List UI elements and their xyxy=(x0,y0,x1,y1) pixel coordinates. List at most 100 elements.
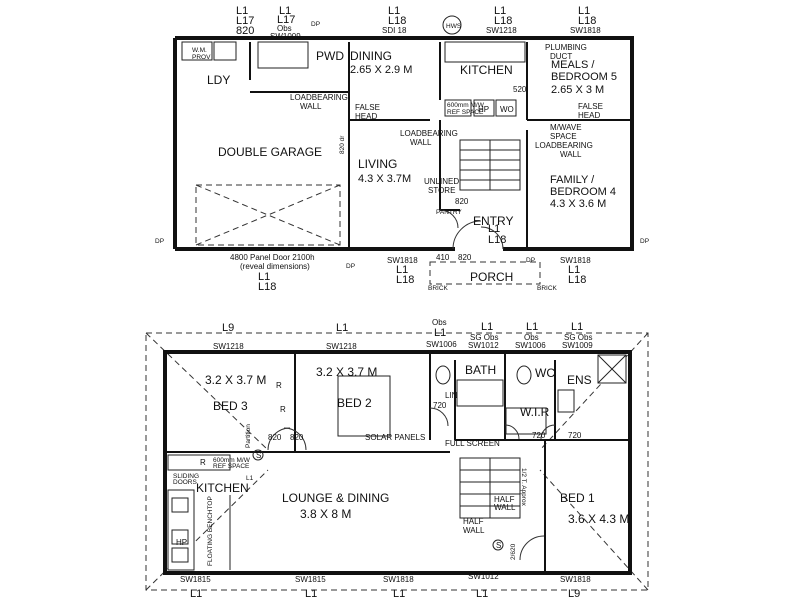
ground-window-tags-bottom: L1 L18 SW1818 L1 L18 L1 L18 SW1818 L1 L1… xyxy=(258,223,591,293)
note-head-1: HEAD xyxy=(355,112,377,121)
note-sliding-1: SLIDING xyxy=(173,473,199,480)
hotplate-box xyxy=(473,99,495,117)
uw-top-2-c: SW1006 xyxy=(426,340,457,349)
uw-bot-0-a: SW1815 xyxy=(180,575,211,584)
note-reveal: (reveal dimensions) xyxy=(240,262,310,271)
gw-bot-2-a: L1 xyxy=(488,223,500,235)
note-wm: W.M. xyxy=(192,47,207,54)
uw-top-2-a: Obs xyxy=(432,318,447,327)
uw-top-4-c: SW1006 xyxy=(515,341,546,350)
note-wall-3: WALL xyxy=(560,150,582,159)
note-mw-shelf: 600mm M/W xyxy=(447,102,485,109)
note-brick-1: BRICK xyxy=(428,285,449,292)
note-dp-4: DP xyxy=(311,21,320,28)
dim-720-c: 720 xyxy=(568,431,582,440)
room-meals: MEALS / xyxy=(551,59,595,71)
gw-top-4-a: L1 xyxy=(578,5,590,17)
gw-top-0-b: L17 xyxy=(236,15,254,27)
upper-window-tags-bottom: SW1815 L1 SW1815 L1 SW1818 L1 SW1012 L1 … xyxy=(180,572,591,600)
note-hp: HP xyxy=(478,105,489,114)
gw-top-4-b: L18 xyxy=(578,15,596,27)
uw-top-3-a: L1 xyxy=(481,321,493,333)
garage-door-indicator xyxy=(195,184,341,246)
note-pantry: PANTRY xyxy=(436,209,462,216)
note-brick-2: BRICK xyxy=(537,285,558,292)
uw-bot-3-a: SW1012 xyxy=(468,572,499,581)
room-lounge: LOUNGE & DINING xyxy=(282,491,389,505)
gw-top-1-c: Obs xyxy=(277,24,292,33)
gw-top-3-c: SW1218 xyxy=(486,26,517,35)
uw-bot-2-b: L1 xyxy=(393,588,405,600)
ground-labels: LDY DOUBLE GARAGE PWD DINING 2.65 X 2.9 … xyxy=(155,5,649,293)
dim-820-b: 820 xyxy=(290,433,304,442)
gw-bot-1-c: L18 xyxy=(396,274,414,286)
room-dining: DINING xyxy=(350,49,392,63)
note-space: SPACE xyxy=(550,132,577,141)
room-dining-size: 2.65 X 2.9 M xyxy=(350,64,412,76)
note-upper-mw: 600mm M/W xyxy=(213,457,251,464)
room-garage: DOUBLE GARAGE xyxy=(218,145,322,159)
note-dp-2: DP xyxy=(346,263,355,270)
gw-bot-1-b: L1 xyxy=(396,264,408,276)
ground-floor xyxy=(173,15,634,285)
note-full-screen: FULL SCREEN xyxy=(445,439,500,448)
note-r-3: R xyxy=(280,405,286,414)
note-floating-benchtop: FLOATING BENCHTOP xyxy=(207,496,214,566)
dim-720-a: 720 xyxy=(433,401,447,410)
note-wall-2: WALL xyxy=(410,138,432,147)
room-store-b: STORE xyxy=(428,186,455,195)
gw-bot-1-a: SW1818 xyxy=(387,256,418,265)
note-lin: LIN xyxy=(445,391,458,400)
gw-top-2-c: SDI 18 xyxy=(382,26,407,35)
note-wo: WO xyxy=(500,105,514,114)
room-wc: WC xyxy=(535,366,555,380)
room-wir: W.I.R xyxy=(520,405,550,419)
upper-floor xyxy=(145,332,649,591)
note-half-wall-2b: WALL xyxy=(463,526,485,535)
gw-top-0-a: L1 xyxy=(236,5,248,17)
gw-top-4-c: SW1818 xyxy=(570,26,601,35)
hws-unit xyxy=(442,15,462,35)
room-bed1-size: 3.6 X 4.3 M xyxy=(568,512,629,526)
note-sliding-1b: DOORS xyxy=(173,479,198,486)
dim-410: 410 xyxy=(436,253,450,262)
gw-top-1-a: L1 xyxy=(279,5,291,17)
note-dp-1: DP xyxy=(155,238,164,245)
note-r-2: R xyxy=(276,381,282,390)
note-mw-shelf-2: REF SPACE xyxy=(447,109,484,116)
note-s-2: S xyxy=(496,541,501,550)
note-l1-side: L1 xyxy=(246,475,254,482)
note-upper-hp: HP xyxy=(176,538,187,547)
uw-bot-1-b: L1 xyxy=(305,588,317,600)
gw-bot-3-a: SW1818 xyxy=(560,256,591,265)
room-family-size: 4.3 X 3.6 M xyxy=(550,198,606,210)
uw-bot-1-a: SW1815 xyxy=(295,575,326,584)
gw-top-1-b: L17 xyxy=(277,14,295,26)
dim-720-b: 720 xyxy=(532,431,546,440)
bath-tub xyxy=(456,379,504,407)
uw-top-5-a: L1 xyxy=(571,321,583,333)
room-bed3-size: 3.2 X 3.7 M xyxy=(205,373,266,387)
note-loadbearing-3: LOADBEARING xyxy=(535,141,593,150)
upper-roof-outline xyxy=(145,332,649,591)
note-garage-door: 4800 Panel Door 2100h xyxy=(230,253,315,262)
uw-top-0-a: L9 xyxy=(222,322,234,334)
uw-bot-3-b: L1 xyxy=(476,588,488,600)
upper-window-tags-top: L9 SW1218 L1 SW1218 Obs L1 SW1006 L1 SG … xyxy=(213,318,593,351)
room-lounge-size: 3.8 X 8 M xyxy=(300,507,351,521)
gw-bot-2-b: L18 xyxy=(488,234,506,246)
note-s-1: S xyxy=(256,451,261,460)
room-family: FAMILY / xyxy=(550,174,595,186)
gw-top-1-d: SW1009 xyxy=(270,32,301,41)
uw-bot-4-a: SW1818 xyxy=(560,575,591,584)
room-meals-size: 2.65 X 3 M xyxy=(551,84,604,96)
gw-top-3-b: L18 xyxy=(494,15,512,27)
gw-bot-3-c: L18 xyxy=(568,274,586,286)
gw-bot-3-b: L1 xyxy=(568,264,580,276)
porch-outline xyxy=(429,261,541,285)
uw-top-1-b: SW1218 xyxy=(326,342,357,351)
dim-820-porch: 820 xyxy=(458,253,472,262)
note-wall-1: WALL xyxy=(300,102,322,111)
upper-labels: 3.2 X 3.7 M BED 3 3.2 X 3.7 M BED 2 BATH… xyxy=(173,318,629,600)
